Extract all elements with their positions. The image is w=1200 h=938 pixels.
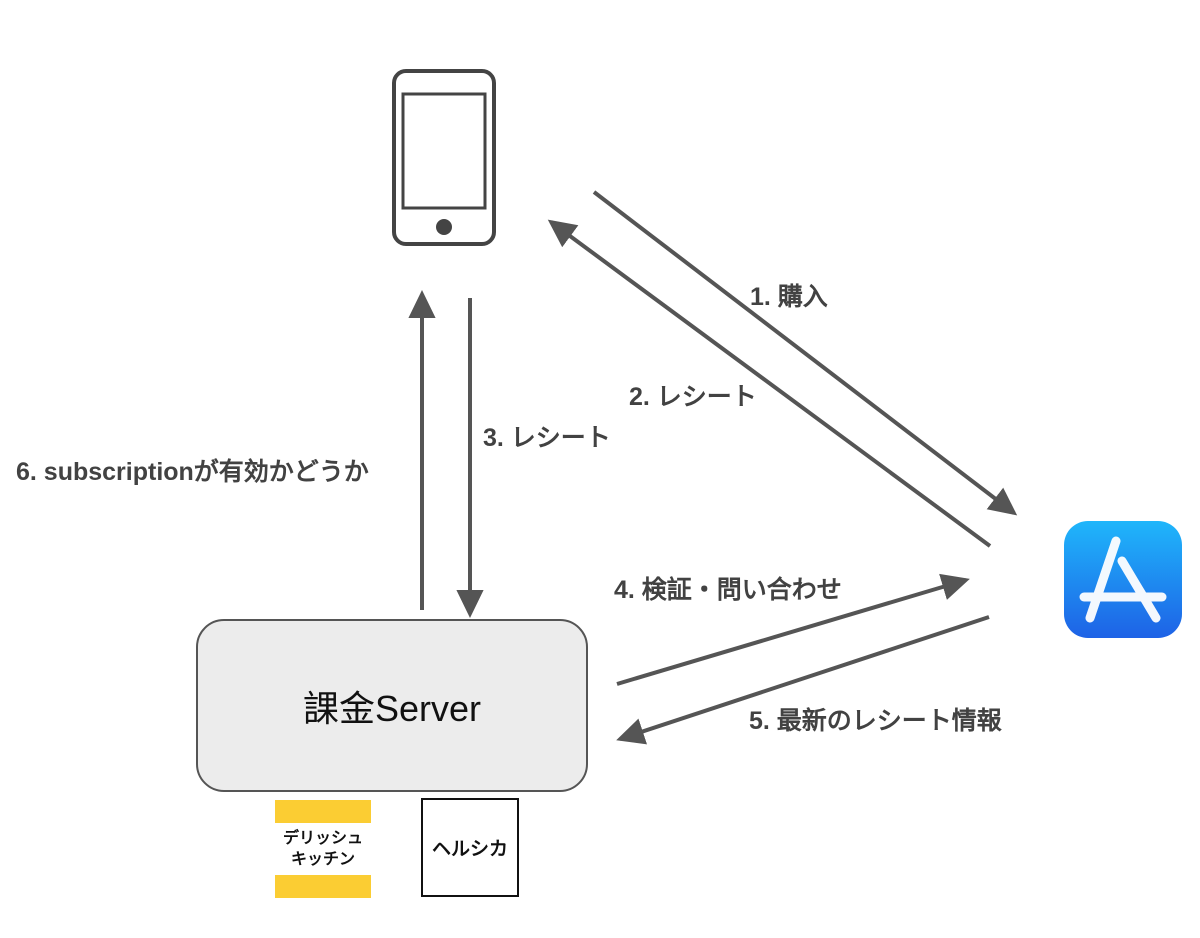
label-purchase: 1. 購入 (750, 283, 828, 311)
label-receipt-to-server: 3. レシート (483, 424, 611, 452)
arrow-receipt-from-store (547, 219, 992, 548)
logo-bar-top (275, 800, 371, 823)
label-verify: 4. 検証・問い合わせ (614, 576, 842, 604)
helsika-logo: ヘルシカ (421, 798, 519, 897)
server-label: 課金Server (302, 687, 482, 729)
label-subscription-status: 6. subscriptionが有効かどうか (16, 458, 369, 486)
helsika-logo-text: ヘルシカ (431, 838, 508, 860)
delish-logo-line2: キッチン (290, 849, 355, 868)
arrow-latest-receipt (616, 615, 990, 745)
billing-server-node: 課金Server (196, 619, 588, 792)
logo-bar-bottom (275, 875, 371, 898)
delish-logo-line1: デリッシュ (282, 828, 363, 847)
delish-kitchen-logo: デリッシュ キッチン (275, 800, 371, 898)
label-latest-receipt: 5. 最新のレシート情報 (749, 707, 1002, 735)
label-receipt-from-store: 2. レシート (629, 383, 757, 411)
app-store-icon (1064, 521, 1182, 638)
arrow-verify (616, 573, 970, 686)
arrow-purchase (592, 190, 1018, 516)
smartphone-icon (392, 69, 496, 246)
